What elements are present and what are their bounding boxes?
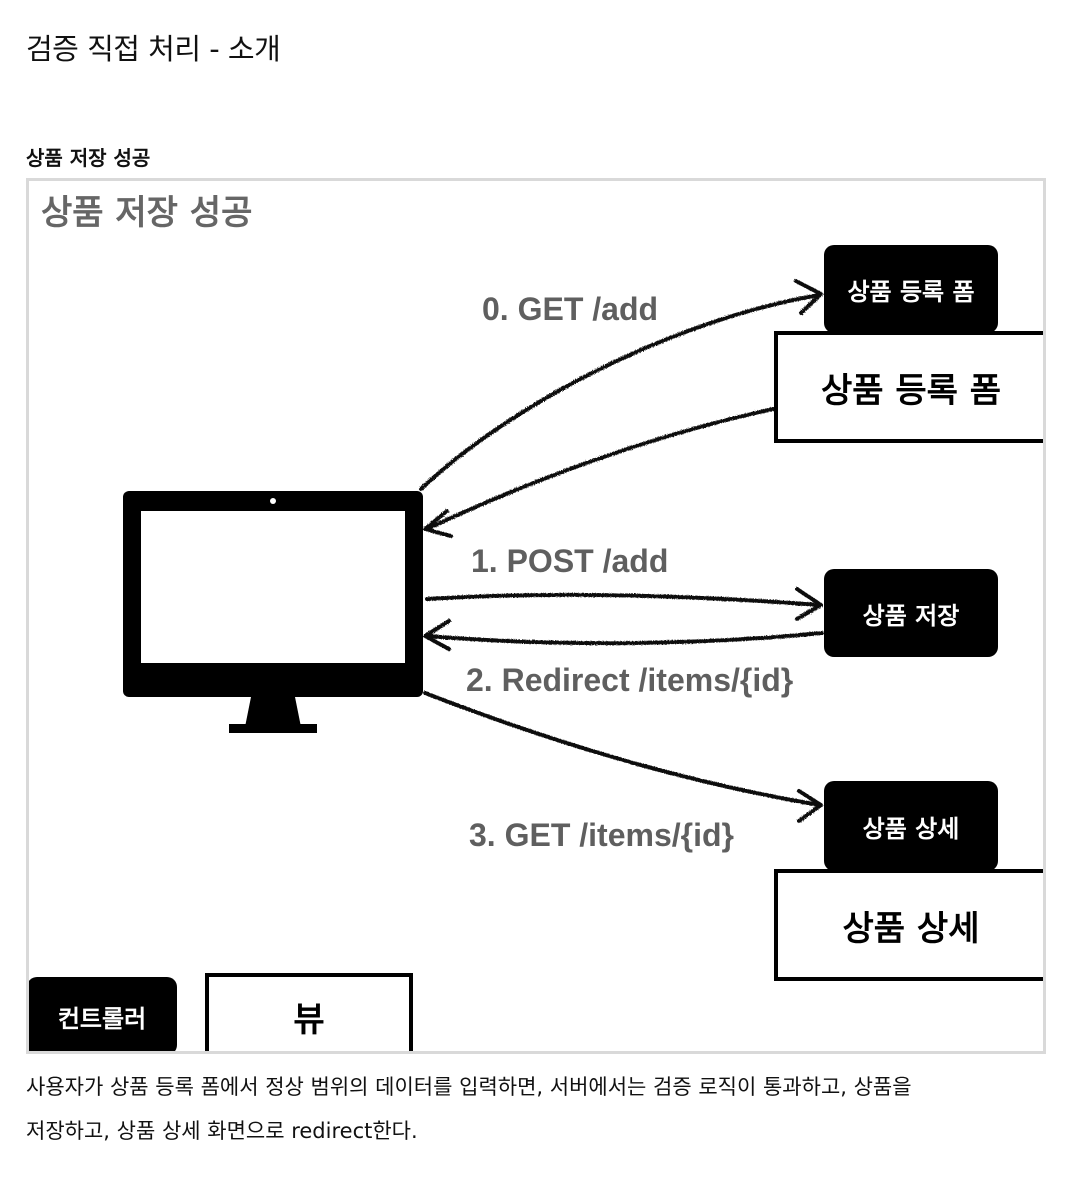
description-line-1: 사용자가 상품 등록 폼에서 정상 범위의 데이터를 입력하면, 서버에서는 검… — [26, 1075, 912, 1099]
arrow-get-add-head — [794, 279, 823, 315]
controller-detail: 상품 상세 — [824, 781, 998, 871]
controller-save: 상품 저장 — [824, 569, 998, 657]
step-redirect: 2. Redirect /items/{id} — [466, 662, 794, 698]
step-get-add: 0. GET /add — [482, 291, 659, 327]
arrow-get-item — [423, 691, 821, 807]
page-title: 검증 직접 처리 - 소개 — [26, 32, 281, 66]
legend-view: 뷰 — [205, 973, 413, 1051]
diagram-title: 상품 저장 성공 — [41, 193, 253, 233]
step-post-add: 1. POST /add — [471, 543, 669, 579]
arrow-get-add — [419, 293, 821, 491]
flow-diagram: 상품 저장 성공 0. GET /add 1. POST /add 2. Red… — [26, 178, 1046, 1054]
arrow-redirect-head — [423, 619, 451, 651]
arrow-redirect — [425, 631, 824, 646]
arrow-return-form-head — [423, 509, 453, 538]
description-line-2: 저장하고, 상품 상세 화면으로 redirect한다. — [26, 1119, 418, 1143]
diagram-arrows — [123, 279, 824, 823]
controller-add-form: 상품 등록 폼 — [824, 245, 998, 333]
view-detail: 상품 상세 — [774, 869, 1043, 981]
view-add-form: 상품 등록 폼 — [774, 331, 1043, 443]
section-heading: 상품 저장 성공 — [26, 146, 151, 170]
arrow-get-item-head — [797, 789, 823, 823]
legend-controller: 컨트롤러 — [29, 977, 177, 1051]
arrow-post-add-head — [795, 587, 823, 621]
arrow-return-form — [425, 407, 775, 531]
step-get-item: 3. GET /items/{id} — [469, 817, 734, 853]
monitor-icon — [123, 491, 423, 733]
arrow-post-add — [425, 592, 821, 607]
